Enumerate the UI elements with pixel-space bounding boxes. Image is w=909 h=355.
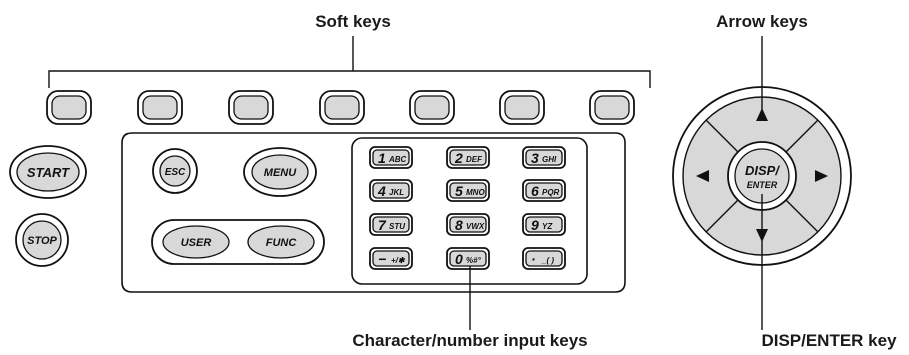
svg-text:+/✱: +/✱ [391,256,406,265]
disp-enter-label: DISP/ENTER key [761,331,897,350]
soft-key-7[interactable] [589,90,635,125]
user-key[interactable]: USER [162,225,230,259]
soft-keys-row [46,90,635,125]
menu-key[interactable]: MENU [243,147,317,197]
func-key-label: FUNC [266,237,298,249]
dpad-divider [785,199,819,233]
svg-text:4: 4 [377,183,386,199]
numpad-key-minus[interactable]: −+/✱ [369,247,413,270]
char-keys-label: Character/number input keys [352,331,587,350]
soft-key-4[interactable] [319,90,365,125]
arrow-up-key[interactable] [756,108,768,121]
panel-outline [121,132,626,293]
soft-key-2[interactable] [137,90,183,125]
arrow-up-icon [756,108,768,121]
svg-text:MNO: MNO [466,188,485,197]
svg-text:3: 3 [531,150,539,166]
soft-key-1[interactable] [46,90,92,125]
svg-text:·: · [531,251,536,267]
svg-text:9: 9 [531,217,539,233]
start-key[interactable]: START [9,145,87,199]
svg-text:2: 2 [454,150,463,166]
svg-text:ABC: ABC [388,155,407,164]
arrow-left-icon [696,170,709,182]
arrow-keys-label: Arrow keys [716,12,808,31]
numpad-key-0[interactable]: 0%#° [446,247,490,270]
svg-text:DEF: DEF [466,155,483,164]
svg-text:PQR: PQR [542,188,560,197]
dpad-divider [785,119,819,153]
user-key-label: USER [181,237,212,249]
dpad: DISP/ ENTER [672,86,852,266]
svg-text:VWX: VWX [466,222,485,231]
soft-key-3[interactable] [228,90,274,125]
disp-enter-line1: DISP/ [745,163,780,178]
arrow-left-key[interactable] [696,170,709,182]
arrow-right-icon [815,170,828,182]
svg-text:_( ): _( ) [541,256,554,265]
dpad-divider [705,119,739,153]
svg-text:%#°: %#° [466,256,482,265]
menu-key-label: MENU [264,167,297,179]
dpad-divider [705,199,739,233]
svg-text:8: 8 [455,217,463,233]
svg-text:STU: STU [389,222,405,231]
esc-key[interactable]: ESC [152,148,198,194]
disp-enter-line2: ENTER [747,180,778,190]
soft-keys-label: Soft keys [315,12,391,31]
svg-text:0: 0 [455,251,463,267]
soft-keys-bracket [48,70,651,88]
svg-text:GHI: GHI [542,155,557,164]
svg-text:1: 1 [378,150,386,166]
svg-text:5: 5 [455,183,463,199]
stop-key-label: STOP [27,235,57,247]
esc-key-label: ESC [165,167,186,178]
svg-text:6: 6 [531,183,539,199]
soft-key-5[interactable] [409,90,455,125]
soft-key-6[interactable] [499,90,545,125]
start-key-label: START [27,165,70,180]
svg-text:−: − [378,251,386,267]
arrow-right-key[interactable] [815,170,828,182]
svg-text:7: 7 [378,217,387,233]
numpad-key-dot[interactable]: · _( ) [522,247,566,270]
func-key[interactable]: FUNC [247,225,315,259]
svg-text:YZ: YZ [542,222,553,231]
stop-key[interactable]: STOP [15,213,69,267]
svg-text:JKL: JKL [389,188,404,197]
